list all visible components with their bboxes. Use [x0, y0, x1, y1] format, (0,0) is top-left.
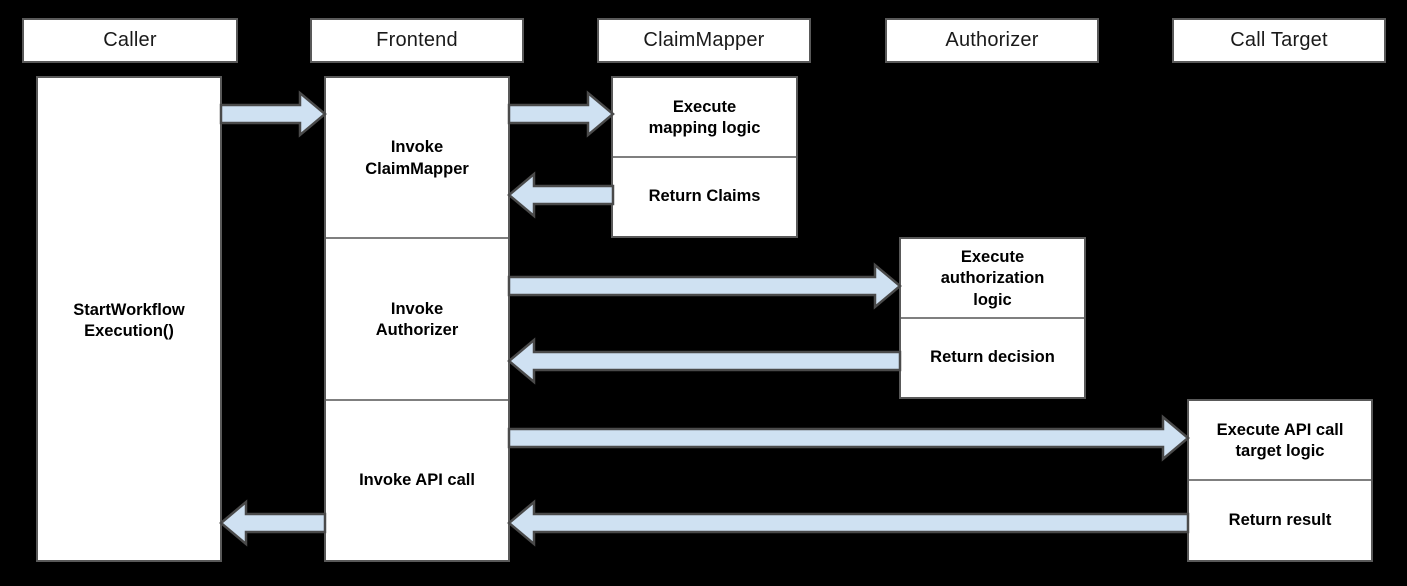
message-arrow-calltarget-to-frontend[interactable] — [507, 499, 1190, 547]
lane-header-frontend[interactable]: Frontend — [310, 18, 524, 63]
message-arrow-authorizer-to-frontend[interactable] — [507, 337, 902, 385]
message-arrow-caller-to-frontend[interactable] — [219, 90, 327, 138]
activation-calltarget-segment-1: Return result — [1228, 510, 1332, 529]
activation-claimmapper-divider-0 — [613, 156, 796, 158]
message-arrow-frontend-to-caller[interactable] — [219, 499, 327, 547]
activation-frontend-divider-0 — [326, 237, 508, 239]
lane-header-frontend-label: Frontend — [376, 29, 458, 51]
lane-header-calltarget[interactable]: Call Target — [1172, 18, 1386, 63]
lane-header-authorizer-label: Authorizer — [945, 29, 1039, 51]
lane-header-authorizer[interactable]: Authorizer — [885, 18, 1099, 63]
activation-authorizer-divider-0 — [901, 317, 1084, 319]
activation-frontend-segment-2: Invoke API call — [359, 470, 475, 489]
activation-authorizer-segment-1: Return decision — [930, 348, 1055, 367]
lane-header-claimmapper[interactable]: ClaimMapper — [597, 18, 811, 63]
message-arrow-claimmapper-to-frontend[interactable] — [507, 171, 615, 219]
activation-frontend-divider-1 — [326, 399, 508, 401]
message-arrow-frontend-to-calltarget[interactable] — [507, 414, 1190, 462]
activation-calltarget-divider-0 — [1189, 479, 1371, 481]
lane-header-caller[interactable]: Caller — [22, 18, 238, 63]
lane-header-calltarget-label: Call Target — [1230, 29, 1328, 51]
activation-claimmapper-segment-1: Return Claims — [648, 187, 761, 206]
message-arrow-frontend-to-authorizer[interactable] — [507, 262, 902, 310]
message-arrow-frontend-to-claimmapper[interactable] — [507, 90, 615, 138]
lane-header-caller-label: Caller — [103, 29, 157, 51]
lane-header-claimmapper-label: ClaimMapper — [643, 29, 765, 51]
